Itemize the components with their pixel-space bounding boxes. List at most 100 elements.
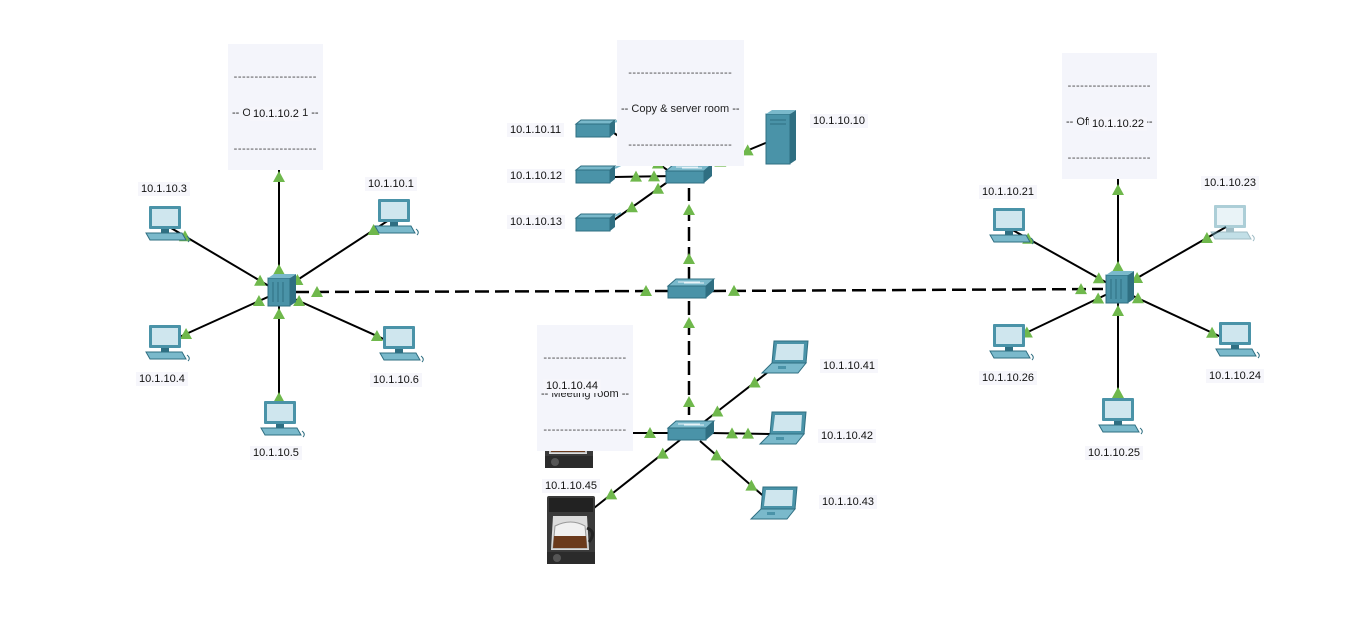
link-status-triangle xyxy=(644,427,656,438)
link-status-triangle xyxy=(1131,272,1144,284)
link-status-triangle xyxy=(1112,184,1124,195)
link-status-triangle xyxy=(367,224,380,236)
room-name-copy-server: -- Copy & server room -- xyxy=(621,103,740,115)
link-status-triangle xyxy=(629,170,642,182)
ip-label-10-1-10-26: 10.1.10.26 xyxy=(979,371,1037,385)
link-status-triangle xyxy=(625,201,638,213)
link-status-triangle xyxy=(683,317,695,328)
office2-hub[interactable] xyxy=(1105,270,1135,304)
link-status-triangle xyxy=(656,447,669,459)
link-status-triangle xyxy=(745,479,758,491)
link-status-triangle xyxy=(273,264,285,275)
label-dashes-bottom: -------------------- xyxy=(1067,152,1151,164)
link-status-triangle xyxy=(1112,261,1124,272)
link-meet-laptop42 xyxy=(709,432,771,435)
link-status-triangle xyxy=(1200,231,1213,243)
link-hub1-core xyxy=(294,289,669,294)
link-status-triangle xyxy=(727,284,740,296)
ip-label-10-1-10-45: 10.1.10.45 xyxy=(542,479,600,493)
ip-label-10-1-10-4: 10.1.10.4 xyxy=(136,372,188,386)
ip-label-10-1-10-44: 10.1.10.44 xyxy=(543,379,601,393)
server-10-1-10-10[interactable] xyxy=(765,109,797,165)
ip-label-10-1-10-6: 10.1.10.6 xyxy=(370,373,422,387)
link-status-triangle xyxy=(605,488,618,500)
link-meet-laptop41 xyxy=(699,368,773,426)
label-dashes-top: -------------------- xyxy=(233,71,317,83)
ip-label-10-1-10-24: 10.1.10.24 xyxy=(1206,369,1264,383)
link-status-triangle xyxy=(710,449,723,461)
link-status-triangle xyxy=(748,376,761,388)
ip-label-10-1-10-21: 10.1.10.21 xyxy=(979,185,1037,199)
link-status-triangle xyxy=(648,170,661,182)
link-status-triangle xyxy=(1131,292,1144,304)
laptop-10-1-10-41[interactable] xyxy=(761,340,809,374)
laptop-10-1-10-42[interactable] xyxy=(759,411,807,445)
link-status-triangle xyxy=(711,405,724,417)
coffee-machine-10-1-10-45[interactable] xyxy=(545,494,597,566)
pc-10-1-10-24[interactable] xyxy=(1215,321,1260,359)
link-status-triangle xyxy=(273,171,285,182)
link-status-triangle xyxy=(273,308,285,319)
link-status-triangle xyxy=(652,182,665,194)
label-dashes-bottom: -------------------- xyxy=(233,143,317,155)
pc-10-1-10-25[interactable] xyxy=(1098,397,1143,435)
ip-label-10-1-10-42: 10.1.10.42 xyxy=(818,429,876,443)
ip-label-10-1-10-2: 10.1.10.2 xyxy=(250,107,302,121)
link-status-triangle xyxy=(683,204,695,215)
link-status-triangle xyxy=(683,396,695,407)
link-status-triangle xyxy=(640,285,653,297)
ip-label-10-1-10-5: 10.1.10.5 xyxy=(250,446,302,460)
ip-label-10-1-10-41: 10.1.10.41 xyxy=(820,359,878,373)
office1-hub[interactable] xyxy=(267,273,297,307)
pc-10-1-10-6[interactable] xyxy=(379,325,424,363)
ip-label-10-1-10-11: 10.1.10.11 xyxy=(507,123,565,137)
pc-10-1-10-5[interactable] xyxy=(260,400,305,438)
link-status-triangle xyxy=(254,274,267,286)
link-status-triangle xyxy=(1112,305,1124,316)
ip-label-10-1-10-3: 10.1.10.3 xyxy=(138,182,190,196)
core-switch[interactable] xyxy=(667,278,715,299)
label-dashes-bottom: ------------------------- xyxy=(628,139,733,151)
ip-label-10-1-10-13: 10.1.10.13 xyxy=(507,215,565,229)
link-core-hub2 xyxy=(711,287,1104,293)
link-status-triangle xyxy=(725,427,738,439)
link-meet-laptop43 xyxy=(699,440,769,501)
ip-label-10-1-10-43: 10.1.10.43 xyxy=(819,495,877,509)
ip-label-10-1-10-12: 10.1.10.12 xyxy=(507,169,565,183)
link-status-arrows xyxy=(178,139,1219,500)
links-layer xyxy=(165,132,1233,509)
link-status-triangle xyxy=(742,427,755,439)
pc-10-1-10-4[interactable] xyxy=(145,324,190,362)
ip-label-10-1-10-10: 10.1.10.10 xyxy=(810,114,868,128)
link-status-triangle xyxy=(683,253,695,264)
printer-10-1-10-12[interactable] xyxy=(575,164,622,184)
label-dashes-top: -------------------- xyxy=(543,352,627,364)
link-status-triangle xyxy=(1092,272,1105,284)
ip-label-10-1-10-22: 10.1.10.22 xyxy=(1089,117,1147,131)
pc-10-1-10-21[interactable] xyxy=(989,207,1034,245)
link-status-triangle xyxy=(293,295,306,307)
room-label-office-2: -------------------- -- Office room 2 --… xyxy=(1062,53,1157,179)
printer-10-1-10-13[interactable] xyxy=(575,212,622,232)
ip-label-10-1-10-25: 10.1.10.25 xyxy=(1085,446,1143,460)
copy-room-switch[interactable] xyxy=(665,163,713,184)
ip-label-10-1-10-23: 10.1.10.23 xyxy=(1201,176,1259,190)
link-status-triangle xyxy=(180,327,193,339)
link-status-triangle xyxy=(1112,387,1124,398)
link-status-triangle xyxy=(310,285,323,297)
label-dashes-top: ------------------------- xyxy=(628,67,733,79)
link-status-triangle xyxy=(273,392,285,403)
meeting-room-switch[interactable] xyxy=(667,420,715,441)
pc-10-1-10-23[interactable] xyxy=(1210,204,1255,242)
room-label-copy-server: ------------------------- -- Copy & serv… xyxy=(617,40,744,166)
pc-10-1-10-3[interactable] xyxy=(145,205,190,243)
label-dashes-bottom: -------------------- xyxy=(543,424,627,436)
ip-label-10-1-10-1: 10.1.10.1 xyxy=(365,177,417,191)
link-status-triangle xyxy=(741,144,754,156)
link-status-triangle xyxy=(1206,326,1219,338)
link-status-triangle xyxy=(370,329,383,341)
link-status-triangle xyxy=(1075,283,1088,295)
link-status-triangle xyxy=(1092,292,1105,304)
pc-10-1-10-1[interactable] xyxy=(374,198,419,236)
link-status-triangle xyxy=(252,295,265,307)
